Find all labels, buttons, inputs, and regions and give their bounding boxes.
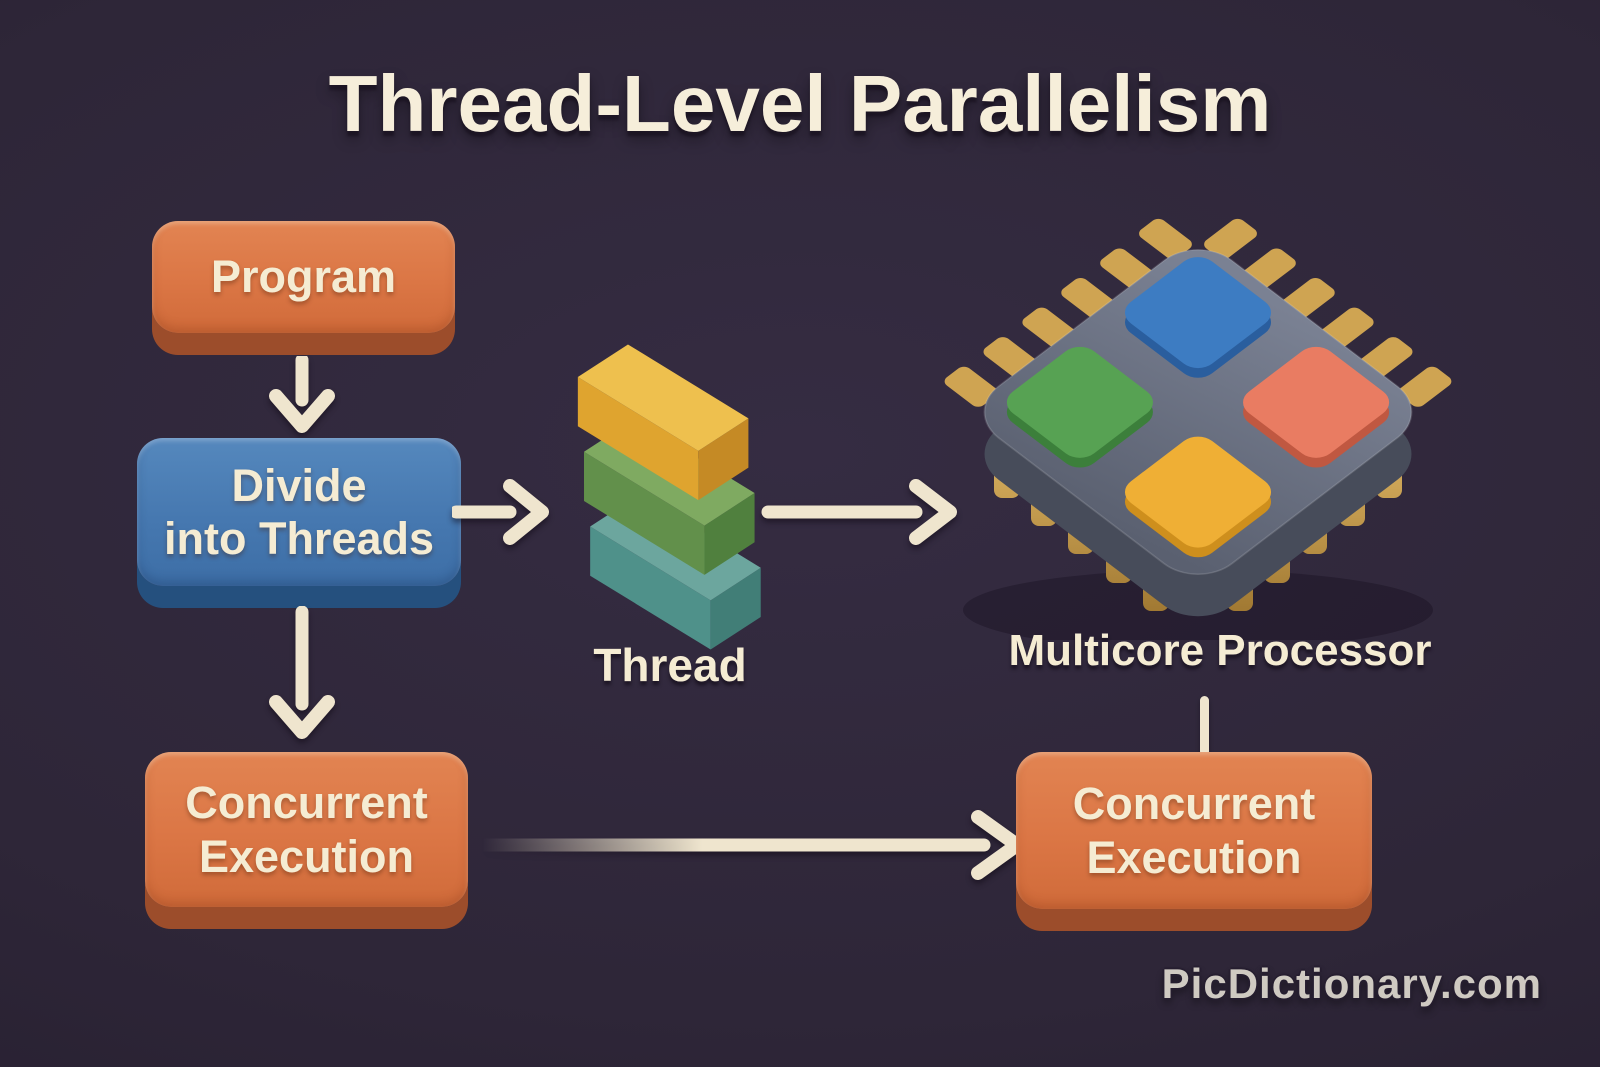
concurrent-left-label-line1: Concurrent: [185, 777, 428, 829]
multicore-processor-label: Multicore Processor: [1008, 626, 1432, 675]
program-node: Program: [152, 221, 455, 333]
thread-stack-illustration: [577, 344, 761, 650]
chip-back-left-pins: [944, 218, 1192, 407]
chip-plate: [983, 249, 1413, 575]
multicore-chip-illustration: [944, 218, 1452, 640]
watermark-text: PicDictionary.com: [1161, 960, 1542, 1007]
down-arrow-divide-to-concurrent-icon: [269, 606, 335, 739]
yellow-core: [1124, 436, 1272, 558]
divide-into-threads-node: Divide into Threads: [137, 438, 461, 586]
right-arrow-thread-to-processor-icon: [761, 479, 957, 545]
divide-node-label-line2: into Threads: [163, 513, 435, 564]
down-arrow-program-to-divide-icon: [269, 356, 335, 433]
right-arrow-concurrent-left-to-right-icon: [477, 810, 1024, 880]
chip-top: [944, 218, 1452, 575]
salmon-core: [1243, 346, 1390, 468]
concurrent-execution-right-node: Concurrent Execution: [1016, 752, 1372, 909]
concurrent-execution-left-node: Concurrent Execution: [145, 752, 468, 907]
yellow-thread-bar: [577, 344, 749, 501]
concurrent-right-label-line1: Concurrent: [1072, 778, 1316, 830]
program-node-label: Program: [210, 251, 397, 303]
right-arrow-divide-to-thread-icon: [452, 479, 549, 545]
concurrent-right-label-line2: Execution: [1086, 831, 1302, 883]
diagram-title: Thread-Level Parallelism: [328, 59, 1272, 148]
blue-core: [1124, 257, 1272, 378]
green-core: [1006, 346, 1153, 468]
processor-to-concurrent-connector: [1200, 696, 1209, 756]
chip-back-right-pins: [1204, 218, 1452, 407]
concurrent-left-label-line2: Execution: [198, 830, 415, 882]
thread-stack-label: Thread: [593, 639, 747, 691]
divide-node-label-line1: Divide: [231, 459, 367, 511]
